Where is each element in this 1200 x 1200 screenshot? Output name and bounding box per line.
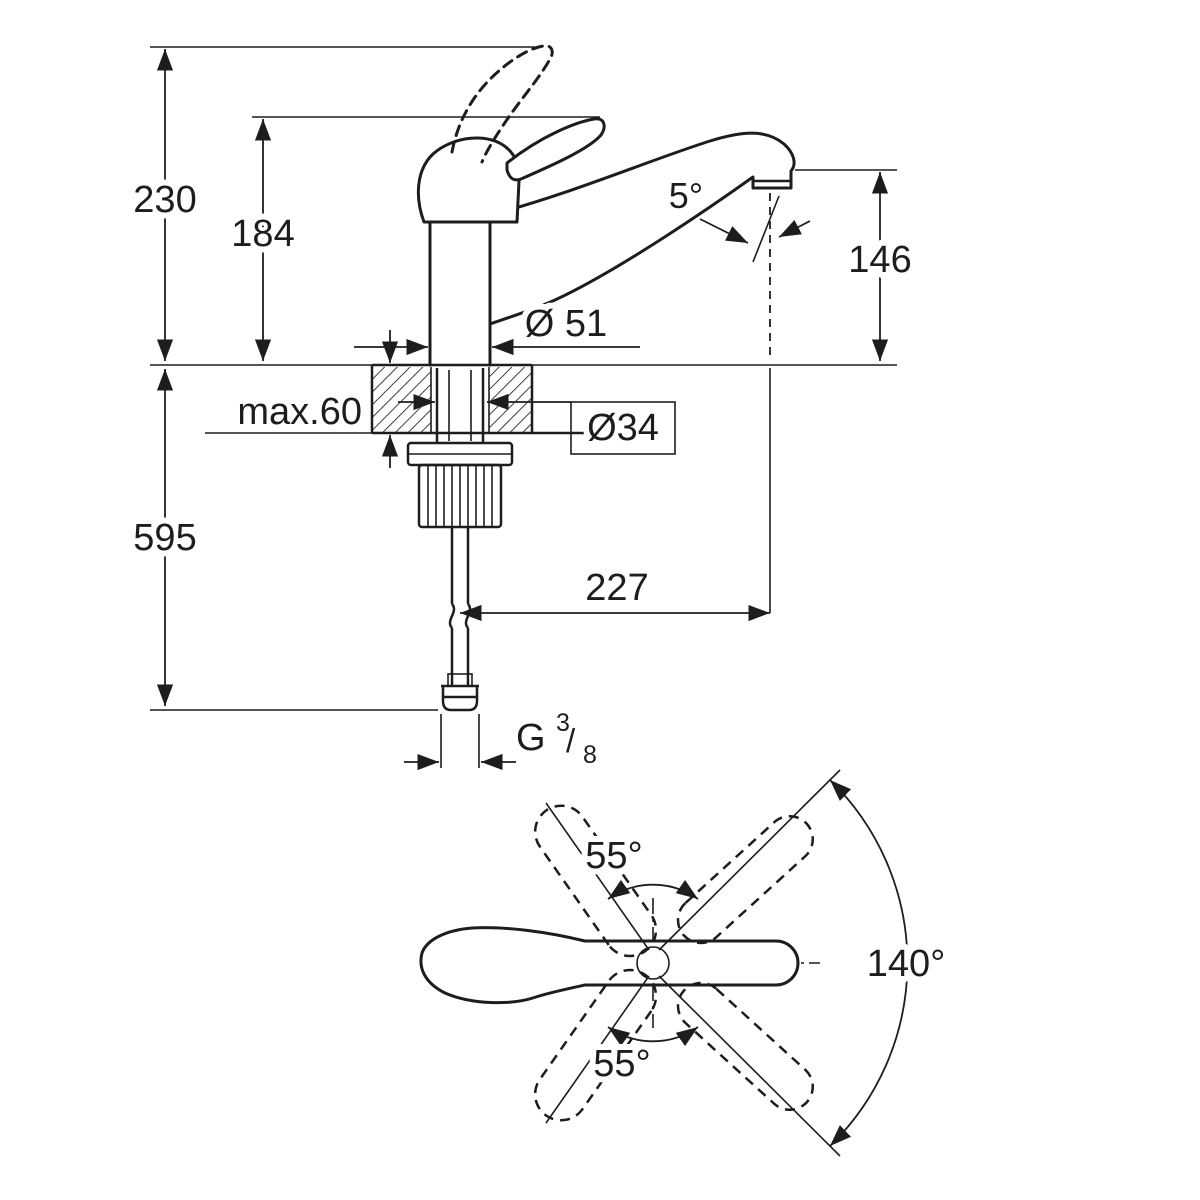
dim-spout-height: 146 xyxy=(848,239,911,281)
dim-lever-angle-up: 55° xyxy=(585,835,642,877)
supply-hose-upper xyxy=(450,527,470,604)
countertop-section xyxy=(370,363,585,435)
elevation-view: 230 184 595 146 max.60 Ø 51 Ø34 227 5° xyxy=(127,44,918,771)
dim-height-below-deck: 595 xyxy=(133,517,196,559)
dim-swivel-angle: 140° xyxy=(867,943,946,985)
spout-position-down-dashed xyxy=(676,981,815,1112)
faucet-outline xyxy=(416,44,796,367)
dim-handle-height: 184 xyxy=(231,213,294,255)
dim-shank-diameter: Ø34 xyxy=(587,407,659,449)
plan-dashed-positions xyxy=(533,804,815,1122)
lever-raised-dashed xyxy=(450,44,554,164)
extension-lines xyxy=(150,46,897,768)
dimensions: 230 184 595 146 max.60 Ø 51 Ø34 227 5° xyxy=(127,49,918,771)
thread-numerator: 3 xyxy=(556,709,570,737)
angle-arc-55-bottom xyxy=(607,1026,699,1047)
plan-pivot-circle xyxy=(636,946,670,980)
supply-hose-lower xyxy=(450,628,470,686)
hose-connector xyxy=(441,684,479,712)
knob-position-down-dashed xyxy=(533,968,658,1122)
plan-view: 140° 55° 55° xyxy=(419,769,951,1157)
cartridge-dome xyxy=(416,136,521,224)
dim-lever-angle-down: 55° xyxy=(593,1043,650,1085)
thread-denominator: 8 xyxy=(583,741,597,769)
plan-angle-lines xyxy=(545,769,841,1157)
counter-hatch-right xyxy=(489,367,532,433)
dim-max-deck-thickness: max.60 xyxy=(237,391,362,433)
dim-overall-height: 230 xyxy=(133,179,196,221)
mounting-nut xyxy=(417,463,503,529)
thread-slash: / xyxy=(566,722,576,759)
plan-lever-solid xyxy=(419,926,800,1005)
angle-arc-55-top xyxy=(607,879,699,900)
hose-break xyxy=(448,603,472,629)
counter-hatch-left xyxy=(372,367,431,433)
lever-handle xyxy=(505,117,606,182)
dim-spout-reach: 227 xyxy=(585,567,648,609)
dim-spout-tilt: 5° xyxy=(669,175,703,216)
thread-prefix: G xyxy=(516,717,546,759)
spout-position-up-dashed xyxy=(676,814,815,945)
knob-position-up-dashed xyxy=(533,804,658,958)
mounting-hardware xyxy=(406,368,514,712)
spout xyxy=(488,131,796,326)
dim-box-o34 xyxy=(570,401,676,455)
swivel-arc-140 xyxy=(829,779,909,1147)
threaded-shank xyxy=(435,368,485,443)
dim-body-diameter: Ø 51 xyxy=(525,303,607,345)
